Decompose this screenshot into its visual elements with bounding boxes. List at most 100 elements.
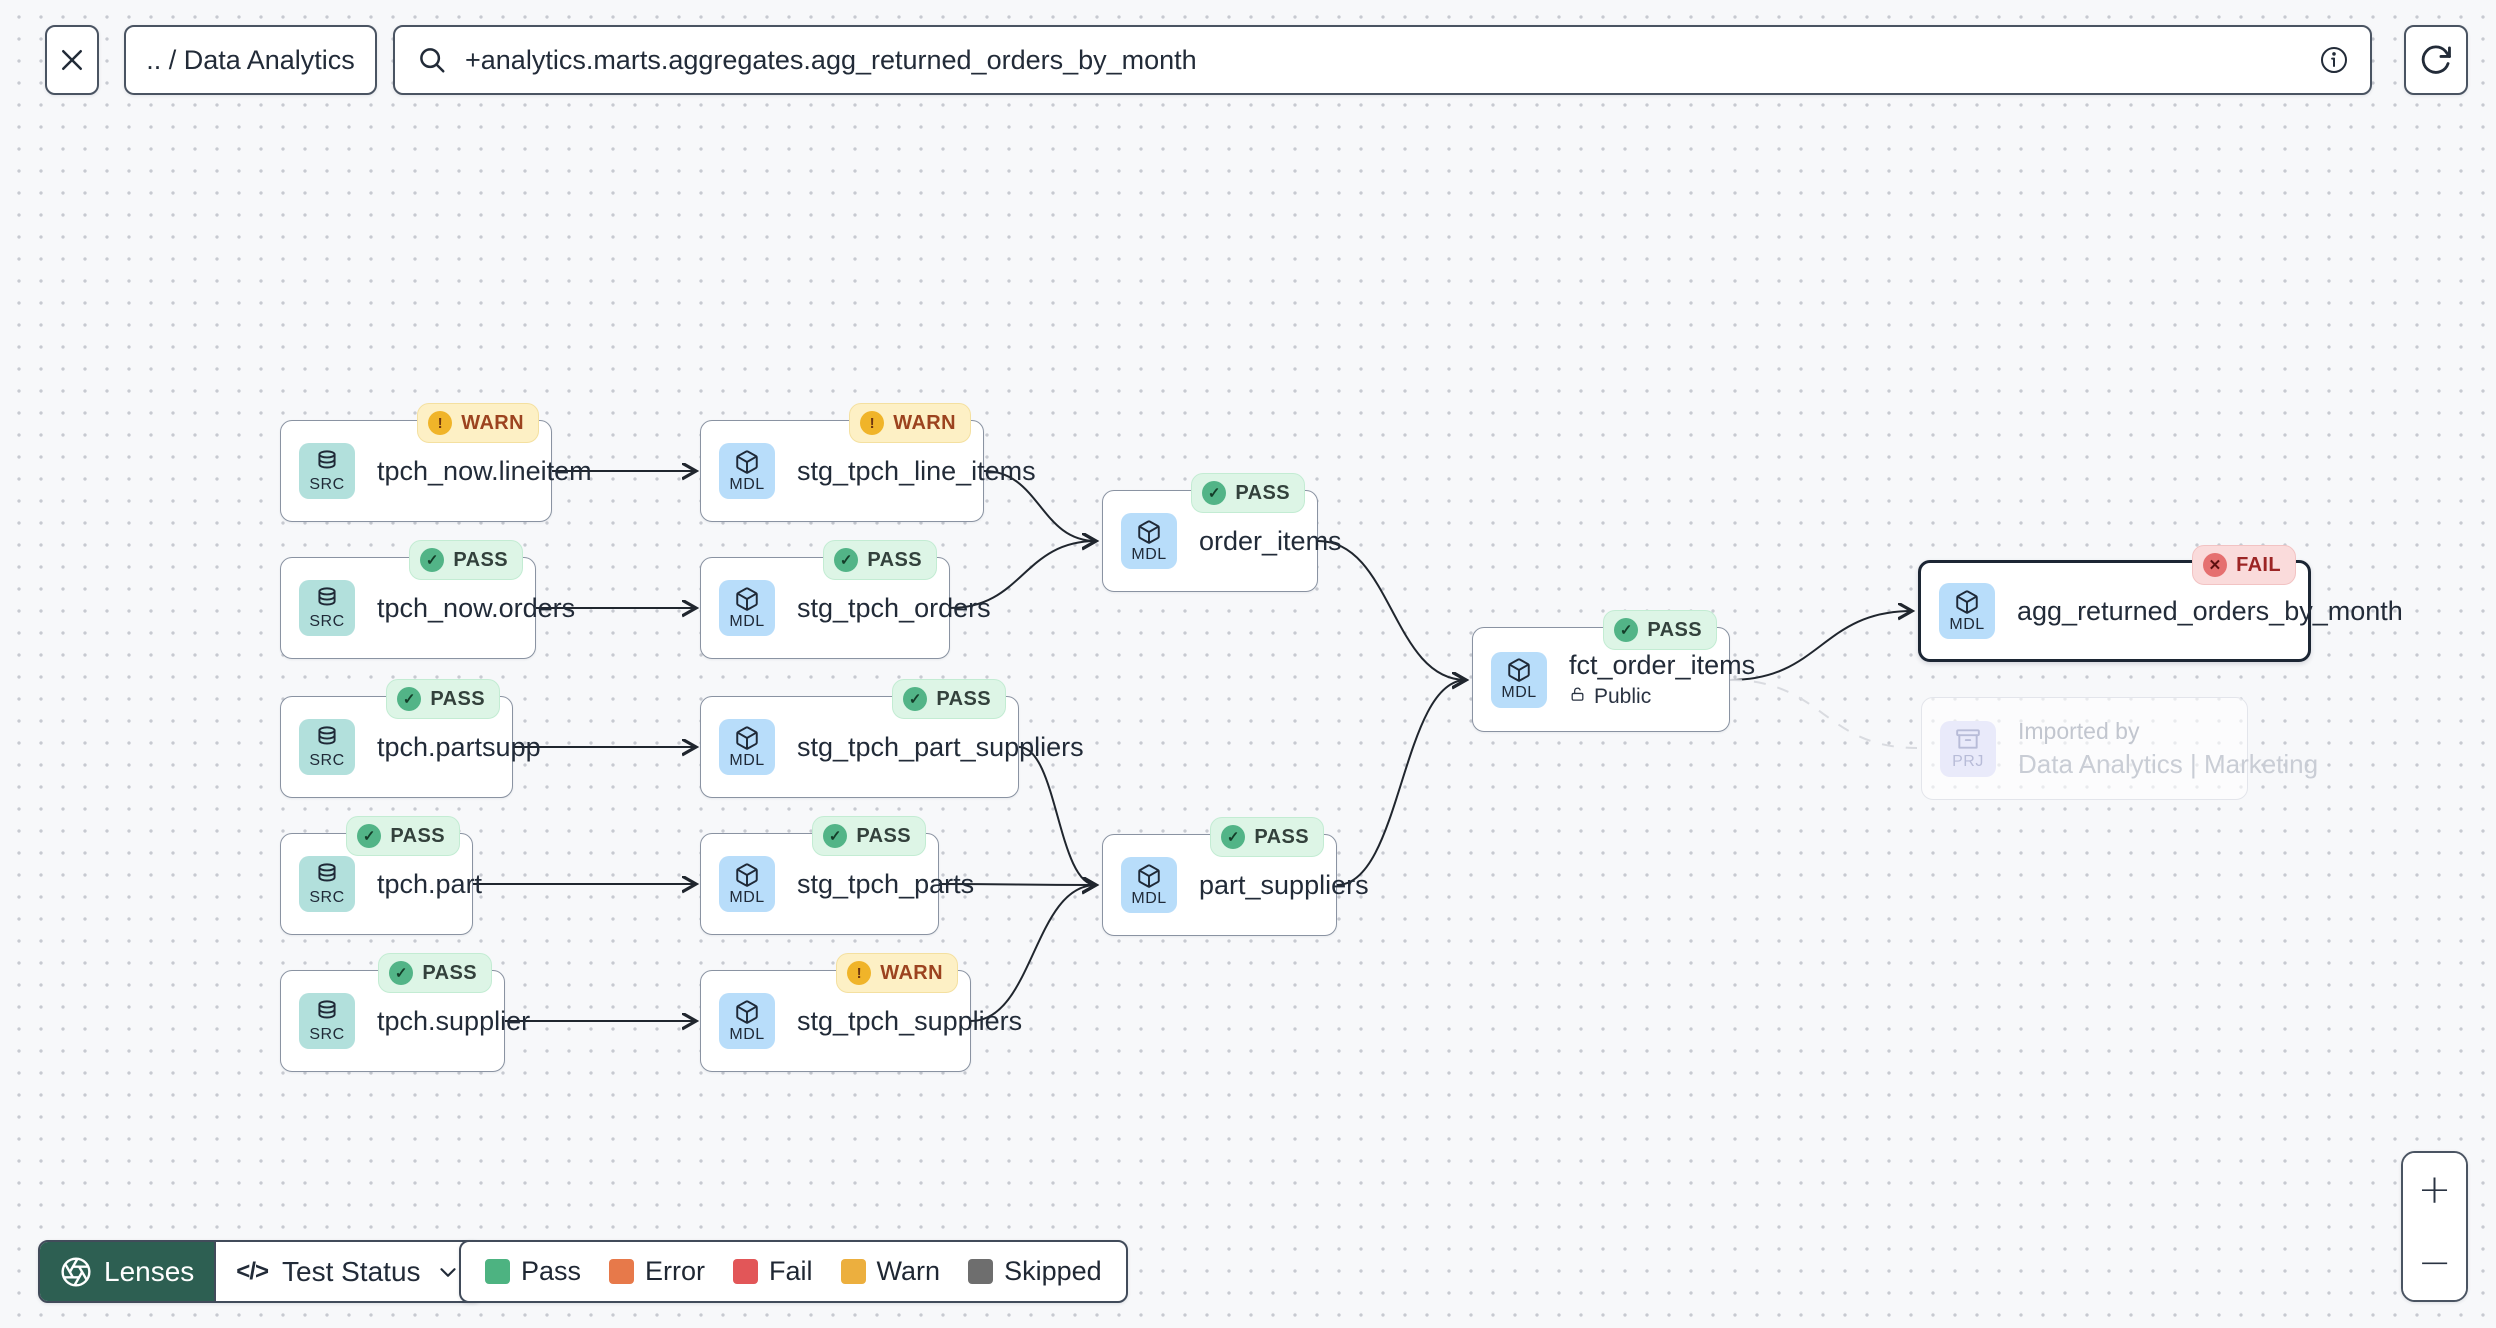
lineage-edge xyxy=(970,885,1096,1022)
node-label: stg_tpch_suppliers xyxy=(797,1005,1023,1036)
search-input[interactable] xyxy=(465,44,2300,76)
status-badge-pass: ✓PASS xyxy=(812,816,926,856)
node-label: tpch.partsupp xyxy=(377,731,541,762)
lens-selector[interactable]: </> Test Status xyxy=(216,1242,481,1301)
warn-status-icon: ! xyxy=(847,961,872,985)
status-badge-label: WARN xyxy=(880,961,943,984)
status-badge-warn: ! WARN xyxy=(836,953,958,993)
cube-icon: MDL xyxy=(719,443,775,499)
graph-node-stg_tpch_part_suppliers[interactable]: ✓ PASS MDL stg_tpch_part_suppliers xyxy=(700,679,1084,798)
cube-icon: MDL xyxy=(719,993,775,1049)
node-kind-label: SRC xyxy=(309,888,345,906)
status-badge-pass: ✓PASS xyxy=(1210,817,1324,857)
lineage-edge xyxy=(1729,611,1912,681)
node-kind-label: SRC xyxy=(309,612,345,630)
status-badge-pass: ✓PASS xyxy=(823,540,937,580)
breadcrumb-label: .. / Data Analytics xyxy=(146,44,355,75)
cube-icon: MDL xyxy=(1121,857,1177,913)
node-text: tpch_now.orders xyxy=(377,593,575,624)
graph-node-stg_tpch_orders[interactable]: ✓PASS MDL stg_tpch_orders xyxy=(700,540,991,659)
lineage-edge-dashed xyxy=(1729,679,1918,749)
node-text: Imported by Data Analytics | Marketing xyxy=(2018,718,2318,780)
graph-node-stg_tpch_line_items[interactable]: !WARN MDL stg_tpch_line_items xyxy=(700,403,1036,522)
project-icon: PRJ xyxy=(1940,720,1996,777)
refresh-button[interactable] xyxy=(2404,25,2468,95)
cube-icon: MDL xyxy=(719,580,775,636)
info-icon[interactable] xyxy=(2318,44,2350,76)
status-badge-warn: !WARN xyxy=(849,403,971,443)
node-text: tpch.supplier xyxy=(377,1006,530,1037)
lenses-button[interactable]: Lenses xyxy=(40,1242,217,1301)
node-label: fct_order_items xyxy=(1569,650,1756,680)
fail-status-icon: ✕ xyxy=(2203,553,2228,577)
node-kind-label: SRC xyxy=(309,475,345,493)
graph-node-agg_returned_orders_by_month[interactable]: ✕FAIL MDL agg_returned_orders_by_month xyxy=(1918,545,2403,662)
node-label: tpch_now.lineitem xyxy=(377,455,592,486)
zoom-controls: + − xyxy=(2401,1151,2468,1302)
node-label: agg_returned_orders_by_month xyxy=(2017,595,2403,626)
cube-icon: MDL xyxy=(1939,583,1995,639)
status-badge-fail: ✕FAIL xyxy=(2192,545,2296,585)
graph-node-tpch_partsupp[interactable]: ✓PASS SRC tpch.partsupp xyxy=(280,679,541,798)
lenses-control-group: Lenses </> Test Status xyxy=(38,1240,483,1303)
graph-node-stg_tpch_suppliers[interactable]: ! WARN MDL stg_tpch_suppliers xyxy=(700,953,1022,1072)
zoom-in-button[interactable]: + xyxy=(2403,1153,2466,1227)
status-badge-pass: ✓PASS xyxy=(409,540,523,580)
node-text: tpch.part xyxy=(377,869,482,900)
node-kind-label: MDL xyxy=(729,475,765,493)
graph-node-tpch_part[interactable]: ✓PASS SRC tpch.part xyxy=(280,816,482,935)
node-project-label: Data Analytics | Marketing xyxy=(2018,748,2319,779)
status-badge-pass: ✓PASS xyxy=(378,953,492,993)
node-text: tpch.partsupp xyxy=(377,732,541,763)
node-label: stg_tpch_part_suppliers xyxy=(797,731,1084,762)
breadcrumb[interactable]: .. / Data Analytics xyxy=(124,25,377,95)
pass-status-icon: ✓ xyxy=(389,961,414,985)
node-kind-label: MDL xyxy=(729,1025,765,1043)
node-text: stg_tpch_suppliers xyxy=(797,1006,1022,1037)
close-button[interactable] xyxy=(45,25,99,95)
legend-item-skipped: Skipped xyxy=(968,1256,1102,1287)
pass-status-icon: ✓ xyxy=(903,687,928,711)
node-imported-by-label: Imported by xyxy=(2018,717,2140,744)
node-kind-label: MDL xyxy=(1131,545,1167,563)
status-badge-label: PASS xyxy=(936,687,991,710)
status-badge-label: PASS xyxy=(1647,618,1702,641)
database-icon: SRC xyxy=(299,719,355,775)
legend-label: Skipped xyxy=(1004,1256,1102,1286)
database-icon: SRC xyxy=(299,443,355,499)
graph-node-imported_by_project[interactable]: PRJ Imported by Data Analytics | Marketing xyxy=(1921,697,2318,800)
node-text: part_suppliers xyxy=(1199,870,1369,901)
node-text: agg_returned_orders_by_month xyxy=(2017,596,2403,627)
zoom-out-button[interactable]: − xyxy=(2403,1226,2466,1300)
graph-node-part_suppliers[interactable]: ✓PASS MDL part_suppliers xyxy=(1102,817,1369,936)
cube-icon: MDL xyxy=(1491,651,1547,708)
legend-item-warn: Warn xyxy=(840,1256,940,1287)
fail-swatch xyxy=(733,1259,759,1284)
cube-icon: MDL xyxy=(1121,513,1177,569)
node-label: tpch.supplier xyxy=(377,1005,531,1036)
lens-selector-label: Test Status xyxy=(282,1255,421,1287)
graph-node-tpch_now_orders[interactable]: ✓PASS SRC tpch_now.orders xyxy=(280,540,575,659)
node-kind-label: MDL xyxy=(729,751,765,769)
refresh-icon xyxy=(2421,45,2451,74)
node-text: stg_tpch_line_items xyxy=(797,456,1036,487)
status-badge-pass: ✓PASS xyxy=(346,816,460,856)
status-badge-label: PASS xyxy=(1254,825,1309,848)
status-badge-label: WARN xyxy=(893,411,956,434)
database-icon: SRC xyxy=(299,856,355,912)
node-kind-label: MDL xyxy=(1949,615,1985,633)
status-badge-label: PASS xyxy=(1235,481,1290,504)
node-label: tpch_now.orders xyxy=(377,592,576,623)
legend-label: Error xyxy=(645,1256,706,1286)
search-bar[interactable] xyxy=(393,25,2372,95)
node-text: tpch_now.lineitem xyxy=(377,456,592,487)
status-badge-pass: ✓PASS xyxy=(386,679,500,719)
node-label: stg_tpch_orders xyxy=(797,592,991,623)
